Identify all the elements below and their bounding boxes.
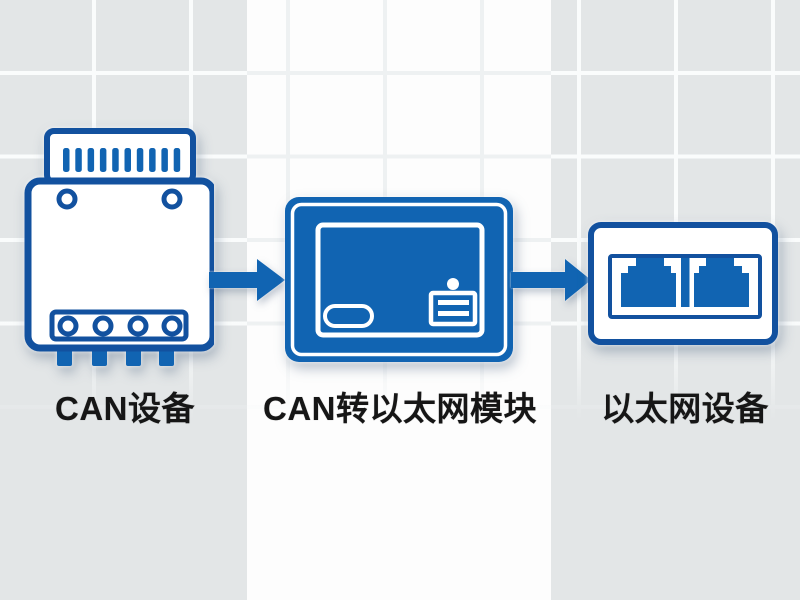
ethernet-device-label: 以太网设备 <box>601 390 769 427</box>
can-device-icon <box>24 128 214 368</box>
converter-module-label: CAN转以太网模块 <box>263 390 537 427</box>
port-bar <box>438 300 469 305</box>
screw-hole-icon <box>161 188 183 210</box>
can-device-label: CAN设备 <box>55 390 195 427</box>
screw-hole-icon <box>56 188 78 210</box>
module-port-icon <box>428 290 478 327</box>
rj45-port-left-icon <box>621 258 676 307</box>
terminal-hole-icon <box>161 315 183 337</box>
status-led-icon <box>447 278 459 290</box>
right-arrow-icon-1 <box>209 258 287 302</box>
module-inset-outline <box>290 202 508 357</box>
terminal-hole-icon <box>127 315 149 337</box>
module-panel <box>315 222 485 338</box>
terminal-hole-icon <box>92 315 114 337</box>
can-device-body <box>24 177 214 352</box>
port-bar <box>438 311 469 316</box>
can-ethernet-module-icon <box>285 197 513 362</box>
terminal-hole-icon <box>57 315 79 337</box>
rj45-port-right-icon <box>694 258 749 307</box>
module-slot-icon <box>323 304 374 328</box>
right-arrow-icon-2 <box>511 258 592 302</box>
module-body <box>285 197 513 362</box>
ethernet-device-icon <box>588 222 778 345</box>
port-divider <box>681 258 690 307</box>
terminal-strip <box>49 309 189 342</box>
connector-pins-stripes <box>63 148 181 172</box>
